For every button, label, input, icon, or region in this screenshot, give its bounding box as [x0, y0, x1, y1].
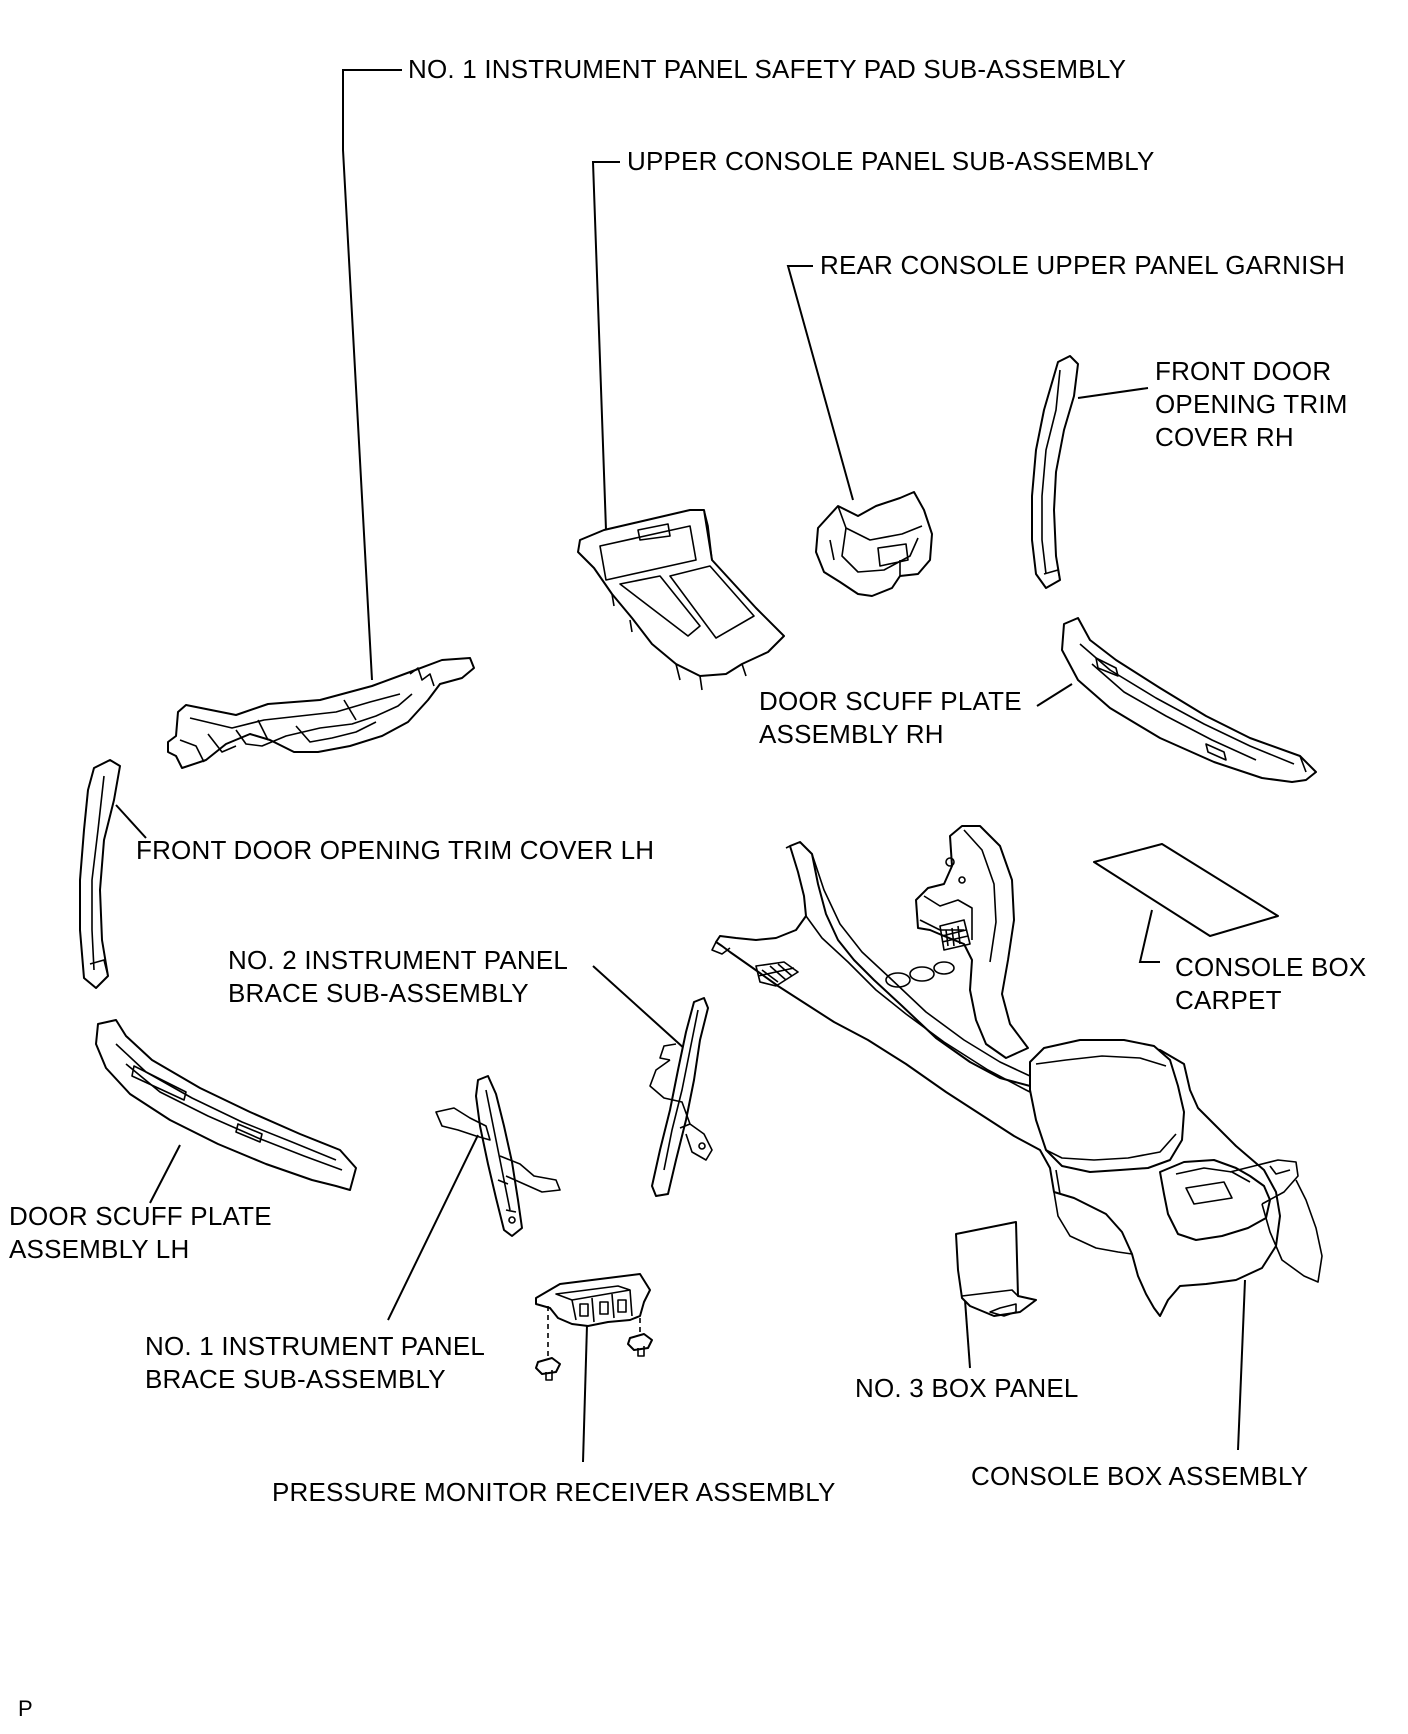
door-scuff-lh-part: [95, 1019, 357, 1191]
brace1-part: [435, 1075, 561, 1237]
leader-box-panel: [964, 1299, 971, 1369]
label-scuff-lh-line1: DOOR SCUFF PLATE: [9, 1201, 272, 1231]
leader-brace1: [387, 1134, 479, 1321]
leader-front-trim-rh: [1077, 387, 1149, 399]
label-upper-console: UPPER CONSOLE PANEL SUB-ASSEMBLY: [627, 146, 1155, 176]
leader-upper-console: [591, 161, 620, 531]
leader-scuff-rh: [1036, 683, 1073, 707]
door-scuff-rh-part: [1061, 617, 1317, 783]
label-safety-pad: NO. 1 INSTRUMENT PANEL SAFETY PAD SUB-AS…: [408, 54, 1127, 84]
leader-rear-garnish: [786, 265, 854, 501]
label-scuff-lh-line2: ASSEMBLY LH: [9, 1234, 190, 1264]
leader-pressure-monitor: [582, 1324, 588, 1463]
leader-brace2: [592, 965, 687, 1051]
leader-safety-pad: [342, 69, 402, 681]
corner-mark: P: [18, 1696, 33, 1721]
label-front-trim-rh-line2: OPENING TRIM: [1155, 389, 1348, 419]
console-box-part: [711, 825, 1323, 1317]
leader-front-trim-lh: [115, 804, 147, 839]
label-carpet-line2: CARPET: [1175, 985, 1282, 1015]
no3-box-panel-part: [955, 1221, 1037, 1317]
leader-lines: [115, 69, 1246, 1463]
label-scuff-rh-line1: DOOR SCUFF PLATE: [759, 686, 1022, 716]
label-front-trim-rh-line1: FRONT DOOR: [1155, 356, 1332, 386]
label-brace2-line2: BRACE SUB-ASSEMBLY: [228, 978, 529, 1008]
label-brace2-line1: NO. 2 INSTRUMENT PANEL: [228, 945, 569, 975]
upper-console-panel-part: [577, 509, 785, 691]
console-box-carpet-part: [1093, 843, 1279, 937]
front-trim-rh-part: [1031, 355, 1079, 589]
label-rear-garnish: REAR CONSOLE UPPER PANEL GARNISH: [820, 250, 1346, 280]
safety-pad-part: [167, 657, 475, 769]
label-scuff-rh-line2: ASSEMBLY RH: [759, 719, 944, 749]
label-front-trim-lh: FRONT DOOR OPENING TRIM COVER LH: [136, 835, 655, 865]
label-box-panel: NO. 3 BOX PANEL: [855, 1373, 1079, 1403]
label-console-box: CONSOLE BOX ASSEMBLY: [971, 1461, 1309, 1491]
label-brace1-line1: NO. 1 INSTRUMENT PANEL: [145, 1331, 486, 1361]
label-pressure-monitor: PRESSURE MONITOR RECEIVER ASSEMBLY: [272, 1477, 836, 1507]
leader-scuff-lh: [149, 1144, 181, 1204]
brace2-part: [649, 997, 713, 1197]
pressure-monitor-part: [535, 1273, 653, 1381]
leader-console-box: [1237, 1279, 1246, 1451]
rear-garnish-part: [815, 491, 933, 597]
label-carpet-line1: CONSOLE BOX: [1175, 952, 1367, 982]
label-brace1-line2: BRACE SUB-ASSEMBLY: [145, 1364, 446, 1394]
leader-carpet: [1138, 909, 1160, 963]
label-front-trim-rh-line3: COVER RH: [1155, 422, 1294, 452]
front-trim-lh-part: [79, 759, 121, 989]
